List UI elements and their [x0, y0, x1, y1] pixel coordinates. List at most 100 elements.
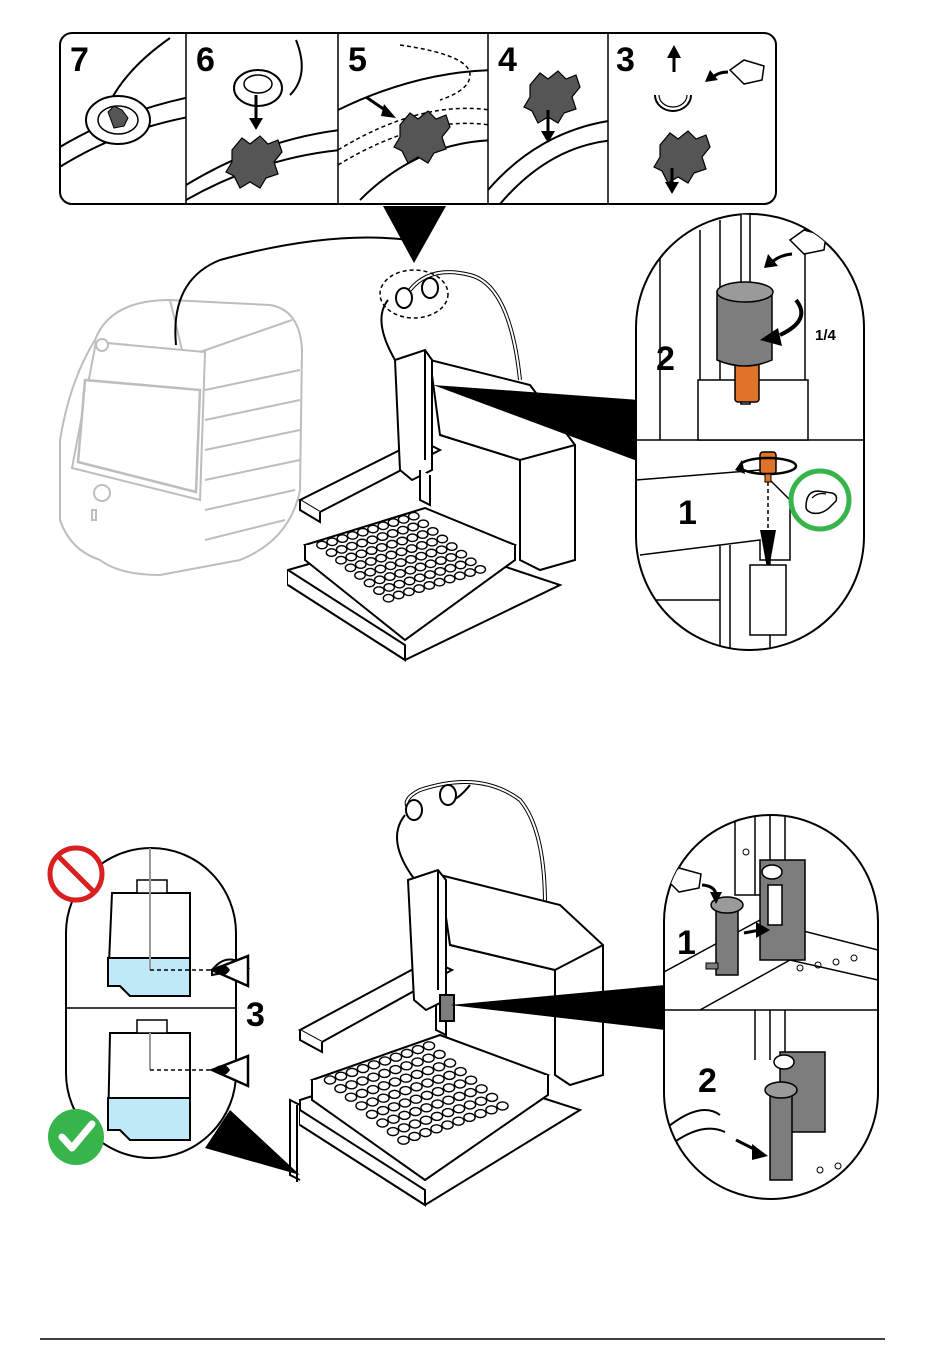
rack-well: [337, 535, 347, 542]
rack-well: [432, 1100, 443, 1108]
step-number-5: 5: [348, 41, 367, 79]
rack-well: [377, 533, 387, 540]
rack-well: [414, 585, 424, 592]
step-number-3: 3: [616, 41, 635, 79]
rack-well: [378, 522, 388, 529]
rack-well: [385, 573, 395, 580]
rack-well: [475, 1110, 486, 1118]
rack-well: [404, 577, 414, 584]
rack-well: [415, 574, 425, 581]
rack-well: [465, 1076, 476, 1084]
rack-well: [367, 1086, 378, 1094]
analyzer: [60, 300, 302, 575]
rack-well: [389, 1090, 400, 1098]
rack-well: [388, 519, 398, 526]
rack-well: [376, 554, 386, 561]
rack-well: [355, 572, 365, 579]
rack-well: [398, 516, 408, 523]
rack-well: [422, 1067, 433, 1075]
detail-bottom-step-2: 2: [698, 1062, 717, 1100]
rack-well: [417, 531, 427, 538]
rack-well: [444, 1059, 455, 1067]
rack-well: [443, 1096, 454, 1104]
rack-well: [432, 1088, 443, 1096]
rack-well: [475, 1097, 486, 1105]
rack-well: [375, 576, 385, 583]
rack-well: [435, 568, 445, 575]
rack-well: [368, 525, 378, 532]
rack-well: [445, 575, 455, 582]
rack-well: [386, 551, 396, 558]
rack-well: [388, 530, 398, 537]
rack-well: [356, 1102, 367, 1110]
hand-icon: [791, 471, 849, 529]
rack-well: [367, 536, 377, 543]
rack-well: [443, 1084, 454, 1092]
rack-well: [336, 556, 346, 563]
rack-well: [346, 553, 356, 560]
rack-well: [465, 1089, 476, 1097]
rack-well: [398, 526, 408, 533]
rack-well: [436, 557, 446, 564]
rack-well: [431, 1125, 442, 1133]
rack-well: [399, 1099, 410, 1107]
rack-well: [346, 1081, 357, 1089]
rack-well: [497, 1102, 508, 1110]
rack-well: [347, 542, 357, 549]
rack-well: [434, 1050, 445, 1058]
detail-top-step-1: 1: [678, 494, 697, 532]
rack-well: [433, 1075, 444, 1083]
rack-well: [335, 1072, 346, 1080]
rack-well: [464, 1113, 475, 1121]
rack-well: [399, 1111, 410, 1119]
rack-well: [431, 1112, 442, 1120]
rack-well: [378, 1094, 389, 1102]
rack-well: [396, 548, 406, 555]
rack-well: [416, 552, 426, 559]
rack-well: [433, 1063, 444, 1071]
rack-well: [464, 1101, 475, 1109]
rack-well: [406, 556, 416, 563]
rack-well: [387, 1128, 398, 1136]
rack-well: [374, 587, 384, 594]
rack-well: [434, 578, 444, 585]
rack-well: [466, 558, 476, 565]
rack-well: [475, 566, 485, 573]
rack-well: [364, 579, 374, 586]
rack-well: [384, 584, 394, 591]
rack-well: [377, 1119, 388, 1127]
rack-well: [486, 1106, 497, 1114]
rotation-label: 1/4: [815, 327, 837, 344]
rack-well: [379, 1057, 390, 1065]
rack-well: [385, 562, 395, 569]
rack-well: [375, 565, 385, 572]
rack-well: [420, 1129, 431, 1137]
rack-well: [388, 1103, 399, 1111]
rack-well: [421, 1091, 432, 1099]
rack-well: [409, 512, 419, 519]
rack-well: [394, 591, 404, 598]
rack-well: [442, 1109, 453, 1117]
rack-well: [366, 558, 376, 565]
checkmark-icon: [48, 1109, 104, 1165]
rack-well: [421, 1104, 432, 1112]
rack-well: [408, 523, 418, 530]
rack-well: [424, 582, 434, 589]
rack-well: [368, 1073, 379, 1081]
rack-well: [387, 540, 397, 547]
rack-well: [444, 1071, 455, 1079]
rack-well: [377, 544, 387, 551]
rack-well: [388, 1115, 399, 1123]
step-number-6: 6: [196, 41, 215, 79]
rack-well: [407, 534, 417, 541]
rack-well: [345, 1093, 356, 1101]
rack-well: [400, 1087, 411, 1095]
rack-well: [356, 1089, 367, 1097]
rack-well: [389, 1078, 400, 1086]
rack-well: [412, 1046, 423, 1054]
rack-well: [428, 528, 438, 535]
rack-well: [383, 594, 393, 601]
rack-well: [411, 1070, 422, 1078]
rack-well: [446, 554, 456, 561]
